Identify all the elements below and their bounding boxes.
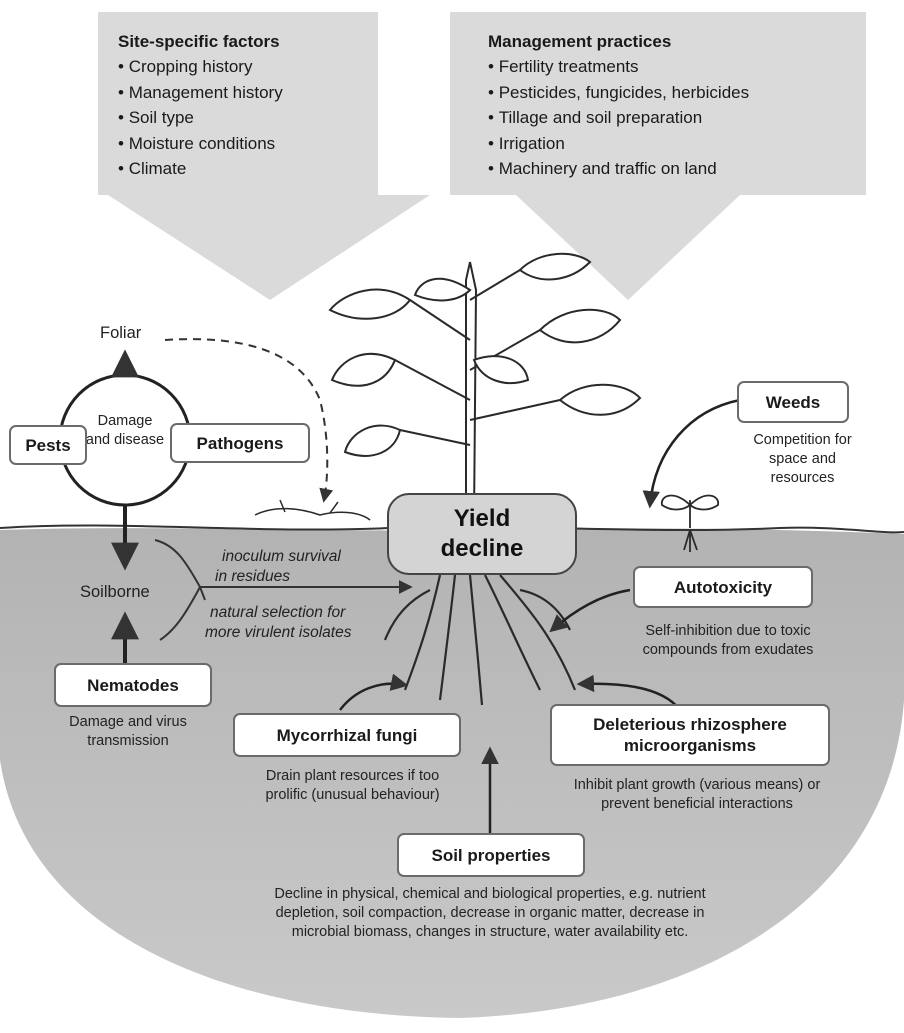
soil-region [0,528,904,1018]
weeds-box: Weeds [737,381,849,423]
plant-illustration [328,252,642,521]
nematodes-desc-line: Damage and virus [69,714,187,730]
deleterious-desc: Inhibit plant growth (various means) or … [532,776,862,814]
management-list: Fertility treatments Pesticides, fungici… [488,54,858,182]
weeds-desc-line: Competition for [753,432,852,448]
site-factors-list: Cropping history Management history Soil… [118,54,378,182]
list-item: Climate [118,156,378,182]
inoculum-note-line1: inoculum survival [222,548,341,565]
mycorrhizal-desc: Drain plant resources if too prolific (u… [225,767,480,805]
autotoxicity-box: Autotoxicity [633,566,813,608]
soil-properties-desc: Decline in physical, chemical and biolog… [170,885,810,942]
mycorrhizal-arrow [339,673,409,711]
weeds-arrow [642,398,741,509]
inoculum-note-line2: in residues [215,568,290,585]
mycorrhizal-box: Mycorrhizal fungi [233,713,461,757]
list-item: Irrigation [488,131,858,157]
nematodes-box: Nematodes [54,663,212,707]
soilborne-label: Soilborne [80,583,150,601]
list-item: Machinery and traffic on land [488,156,858,182]
pests-box: Pests [9,425,87,465]
site-factors-panel: Site-specific factors Cropping history M… [118,30,378,182]
deleterious-box: Deleterious rhizosphere microorganisms [550,704,830,766]
site-factors-title: Site-specific factors [118,32,280,51]
list-item: Soil type [118,105,378,131]
mycorrhizal-desc-line: prolific (unusual behaviour) [265,787,440,803]
soil-properties-desc-line: microbial biomass, changes in structure,… [291,924,689,940]
mycorrhizal-desc-line: Drain plant resources if too [265,768,440,784]
selection-arrow [159,586,206,641]
weeds-desc-line: resources [770,470,835,486]
soil-properties-box: Soil properties [397,833,585,877]
autotoxicity-arrow [549,588,631,633]
weed-seedling [661,494,719,552]
selection-note-line1: natural selection for [210,604,346,621]
list-item: Fertility treatments [488,54,858,80]
list-item: Management history [118,80,378,106]
pathogens-box: Pathogens [170,423,310,463]
list-item: Pesticides, fungicides, herbicides [488,80,858,106]
damage-disease-label: Damage and disease [85,413,165,448]
weeds-desc-line: space and [769,451,836,467]
foliar-dashed-arrow [164,338,334,503]
deleterious-desc-line: prevent beneficial interactions [601,796,793,812]
yield-decline-line1: Yield [453,505,511,532]
inoculum-arrow [154,539,413,594]
management-title: Management practices [488,32,672,51]
nematodes-desc: Damage and virus transmission [28,713,228,751]
deleterious-desc-line: Inhibit plant growth (various means) or [573,777,821,793]
list-item: Tillage and soil preparation [488,105,858,131]
autotoxicity-desc-line: Self-inhibition due to toxic [645,623,811,639]
autotoxicity-desc: Self-inhibition due to toxic compounds f… [598,622,858,660]
deleterious-label-line: microorganisms [623,736,757,755]
residue-sketch [254,499,371,521]
autotoxicity-desc-line: compounds from exudates [642,642,814,658]
yield-decline-line2: decline [440,535,524,562]
nematodes-desc-line: transmission [87,733,169,749]
management-panel: Management practices Fertility treatment… [488,30,858,182]
list-item: Cropping history [118,54,378,80]
foliar-label: Foliar [100,324,142,342]
selection-note-line2: more virulent isolates [205,624,352,641]
weeds-desc: Competition for space and resources [735,431,870,488]
list-item: Moisture conditions [118,131,378,157]
soil-properties-desc-line: Decline in physical, chemical and biolog… [274,886,706,902]
deleterious-label-line: Deleterious rhizosphere [593,715,787,734]
yield-decline-box: Yield decline [387,493,577,575]
soil-properties-desc-line: depletion, soil compaction, decrease in … [275,905,705,921]
